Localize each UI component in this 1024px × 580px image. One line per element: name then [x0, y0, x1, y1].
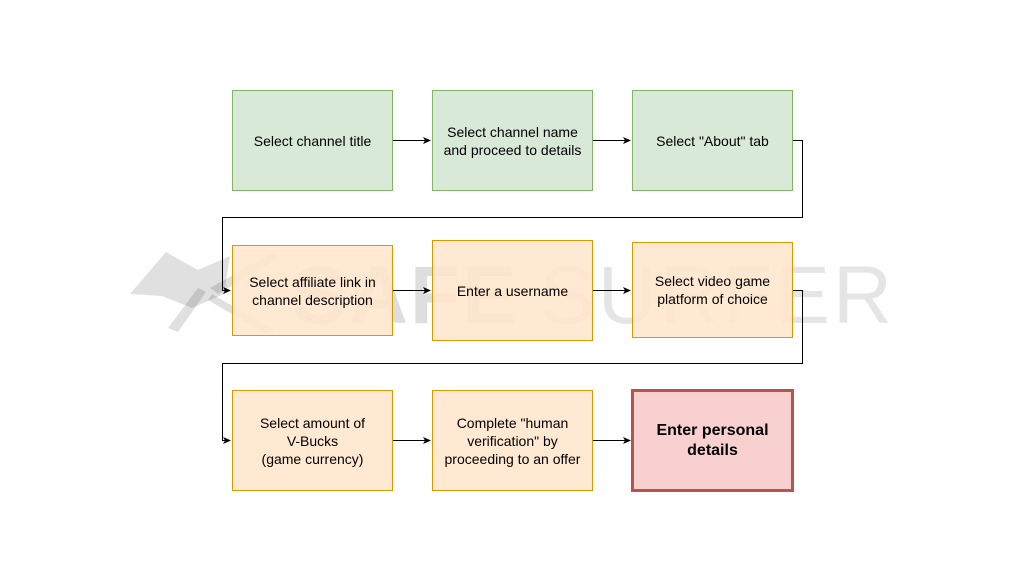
step-label: Select channel title: [253, 132, 372, 149]
step-label: Complete "human verification" by proceed…: [444, 414, 581, 467]
step-label: Enter a username: [456, 282, 569, 299]
step-enter-personal-details: Enter personal details: [631, 389, 794, 492]
step-select-channel-title: Select channel title: [232, 90, 393, 191]
arrow-platform-to-vbucks: [222, 290, 803, 444]
step-select-channel-name: Select channel name and proceed to detai…: [432, 90, 593, 191]
step-label: Enter personal details: [656, 421, 769, 459]
step-select-affiliate-link: Select affiliate link in channel descrip…: [232, 245, 393, 336]
step-select-about-tab: Select "About" tab: [632, 90, 793, 191]
arrow-about-to-affiliate: [222, 140, 803, 294]
step-complete-human-verification: Complete "human verification" by proceed…: [432, 390, 593, 491]
step-select-vbucks-amount: Select amount of V-Bucks (game currency): [232, 390, 393, 491]
step-label: Select "About" tab: [656, 132, 769, 149]
step-enter-username: Enter a username: [432, 240, 593, 341]
step-label: Select affiliate link in channel descrip…: [249, 273, 376, 308]
step-label: Select video game platform of choice: [654, 273, 771, 307]
step-select-platform: Select video game platform of choice: [632, 242, 793, 338]
step-label: Select channel name and proceed to detai…: [443, 123, 582, 158]
step-label: Select amount of V-Bucks (game currency): [259, 414, 366, 467]
